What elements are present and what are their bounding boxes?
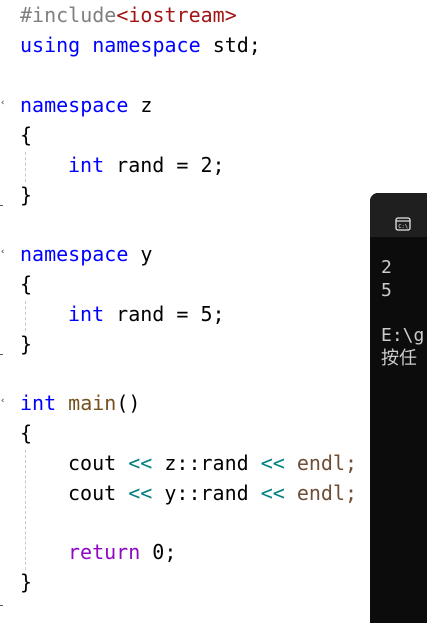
endl: endl; bbox=[296, 451, 358, 475]
open-brace: { bbox=[20, 123, 33, 147]
code-line-main-signature: int main() bbox=[20, 388, 140, 418]
code-line-open-brace: { bbox=[20, 120, 32, 150]
code-line-open-brace: { bbox=[20, 418, 32, 448]
cout: cout bbox=[68, 451, 117, 475]
indent-guide bbox=[25, 301, 26, 331]
function-main: main bbox=[68, 391, 117, 415]
stream-operator: << bbox=[260, 481, 285, 505]
stream-operator: << bbox=[128, 481, 153, 505]
console-prompt-line: 按任 bbox=[381, 348, 417, 369]
type-int: int bbox=[20, 391, 57, 415]
fold-chevron-icon[interactable]: ‹ bbox=[0, 247, 6, 257]
declaration: rand = 5; bbox=[116, 302, 225, 326]
code-line-close-brace: } bbox=[20, 567, 32, 597]
fold-end-marker bbox=[0, 605, 3, 606]
code-line-close-brace: } bbox=[20, 329, 32, 359]
keyword-return: return bbox=[68, 540, 141, 564]
code-line-decl-z: int rand = 2; bbox=[20, 150, 225, 180]
close-brace: } bbox=[20, 570, 33, 594]
code-line-return: return 0; bbox=[20, 537, 176, 567]
stream-operator: << bbox=[128, 451, 153, 475]
code-line-open-brace: { bbox=[20, 269, 32, 299]
keyword-namespace: namespace bbox=[92, 33, 201, 57]
type-int: int bbox=[68, 302, 105, 326]
fold-chevron-icon[interactable]: ‹ bbox=[0, 396, 6, 406]
svg-text:C:\: C:\ bbox=[398, 224, 408, 230]
code-line-decl-y: int rand = 5; bbox=[20, 299, 225, 329]
console-path-line: E:\g bbox=[381, 325, 425, 346]
fold-end-marker bbox=[0, 205, 3, 206]
namespace-name: z bbox=[140, 93, 153, 117]
console-output-line: 2 bbox=[381, 257, 392, 278]
return-value: 0; bbox=[152, 540, 177, 564]
stream-operator: << bbox=[260, 451, 285, 475]
namespace-name: std; bbox=[212, 33, 261, 57]
close-brace: } bbox=[20, 332, 33, 356]
code-line-cout-z: cout << z::rand << endl; bbox=[20, 448, 357, 478]
code-line-include: #include<iostream> bbox=[20, 0, 237, 30]
console-output-line: 5 bbox=[381, 280, 392, 301]
code-line-cout-y: cout << y::rand << endl; bbox=[20, 478, 357, 508]
expression: y::rand bbox=[164, 481, 249, 505]
fold-chevron-icon[interactable]: ‹ bbox=[0, 98, 6, 108]
close-brace: } bbox=[20, 183, 33, 207]
namespace-name: y bbox=[140, 242, 153, 266]
terminal-icon: C:\ bbox=[395, 217, 411, 231]
declaration: rand = 2; bbox=[116, 153, 225, 177]
code-line-namespace-y: namespace y bbox=[20, 239, 152, 269]
cout: cout bbox=[68, 481, 117, 505]
console-titlebar[interactable]: C:\ bbox=[370, 193, 427, 237]
keyword-using: using bbox=[20, 33, 81, 57]
open-brace: { bbox=[20, 272, 33, 296]
expression: z::rand bbox=[164, 451, 249, 475]
include-header: <iostream> bbox=[116, 3, 237, 27]
keyword-namespace: namespace bbox=[20, 242, 129, 266]
code-line-close-brace: } bbox=[20, 180, 32, 210]
include-directive: #include bbox=[20, 3, 117, 27]
console-window[interactable]: C:\ bbox=[370, 193, 427, 623]
keyword-namespace: namespace bbox=[20, 93, 129, 117]
type-int: int bbox=[68, 153, 105, 177]
parens: () bbox=[116, 391, 141, 415]
indent-guide bbox=[25, 152, 26, 182]
code-line-using: using namespace std; bbox=[20, 30, 261, 60]
open-brace: { bbox=[20, 421, 33, 445]
indent-guide bbox=[25, 450, 26, 570]
code-line-namespace-z: namespace z bbox=[20, 90, 152, 120]
fold-end-marker bbox=[0, 354, 3, 355]
endl: endl; bbox=[296, 481, 358, 505]
